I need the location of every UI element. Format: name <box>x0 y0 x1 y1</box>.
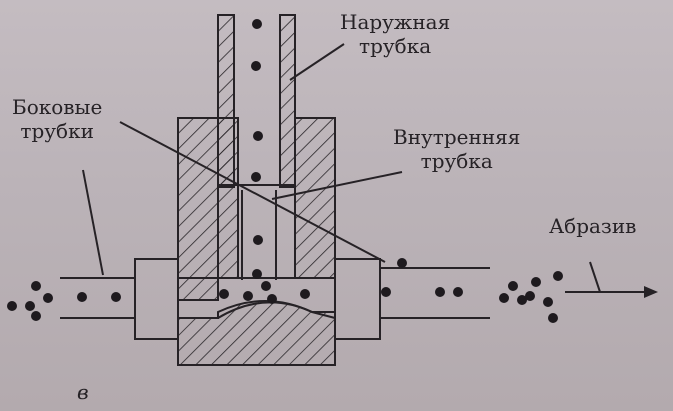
flow-direction-arrow <box>565 286 658 298</box>
abrasive-label: Абразив <box>549 214 637 238</box>
inner-tube-label: Внутренняя трубка <box>393 125 520 173</box>
outer-tube-label: Наружная трубка <box>340 10 450 58</box>
outer-tube-label-line2: трубка <box>359 34 432 58</box>
inner-tube-label-line2: трубка <box>420 149 493 173</box>
figure-letter: в <box>77 380 89 404</box>
outer-tube-label-line1: Наружная <box>340 10 451 34</box>
outer-tube <box>217 14 296 188</box>
side-tubes-label-line1: Боковые <box>12 95 103 119</box>
side-tubes-label: Боковые трубки <box>12 95 102 143</box>
inner-tube <box>241 190 277 280</box>
inner-tube-label-line1: Внутренняя <box>393 125 521 149</box>
side-tubes <box>60 258 490 340</box>
abrasive-particles <box>7 19 563 323</box>
side-tubes-label-line2: трубки <box>20 119 94 143</box>
leader-lines <box>82 43 601 293</box>
